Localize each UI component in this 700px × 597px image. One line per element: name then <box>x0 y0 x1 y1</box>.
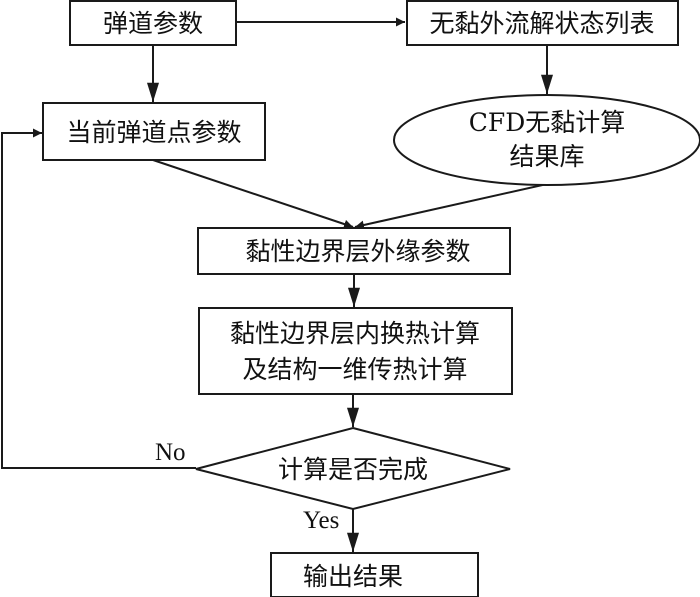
node-trajectory-params-text: 弹道参数 <box>103 9 203 38</box>
node-inviscid-state-list-text: 无黏外流解状态列表 <box>429 9 654 38</box>
node-trajectory-params[interactable]: 弹道参数 <box>69 0 237 46</box>
node-heat-transfer-calc[interactable]: 黏性边界层内换热计算 及结构一维传热计算 <box>198 307 513 395</box>
node-heat-transfer-calc-line2: 及结构一维传热计算 <box>242 355 467 384</box>
edge-decision-no-loop <box>1 128 196 469</box>
node-cfd-result-db-line1: CFD无黏计算 <box>469 108 626 137</box>
edge-current-point-to-edge-params <box>152 159 354 229</box>
edge-cfd-db-to-edge-params <box>354 183 548 230</box>
node-done-decision-text: 计算是否完成 <box>278 455 428 484</box>
node-done-decision[interactable]: 计算是否完成 <box>195 426 511 511</box>
node-output-results-text: 输出结果 <box>303 562 403 591</box>
node-current-point-params-text: 当前弹道点参数 <box>66 118 241 147</box>
node-current-point-params[interactable]: 当前弹道点参数 <box>42 102 266 161</box>
node-boundary-edge-params-text: 黏性边界层外缘参数 <box>245 237 470 266</box>
node-inviscid-state-list[interactable]: 无黏外流解状态列表 <box>406 0 679 46</box>
node-cfd-result-db[interactable]: CFD无黏计算 结果库 <box>393 94 700 186</box>
edge-label-yes: Yes <box>303 507 339 534</box>
node-boundary-edge-params[interactable]: 黏性边界层外缘参数 <box>197 227 511 275</box>
edge-label-no: No <box>155 439 186 466</box>
node-output-results[interactable]: 输出结果 <box>270 552 479 597</box>
node-cfd-result-db-line2: 结果库 <box>509 142 584 171</box>
node-heat-transfer-calc-line1: 黏性边界层内换热计算 <box>230 319 480 348</box>
